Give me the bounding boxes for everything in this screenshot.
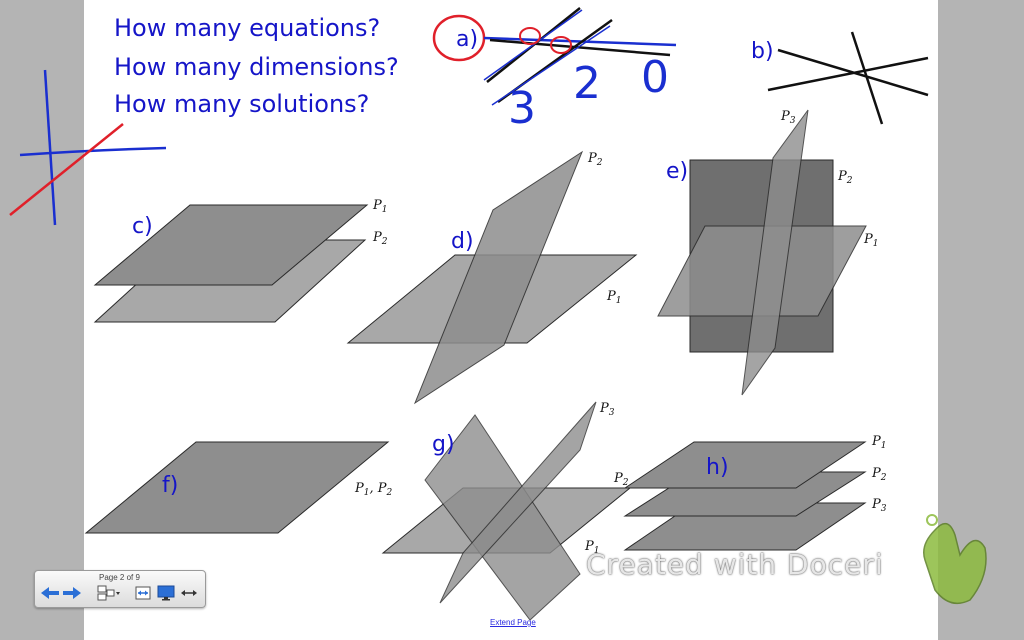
diagram-a: a) 3 2 0 <box>432 7 677 134</box>
page-indicator: Page 2 of 9 <box>99 573 140 582</box>
diagram-c: c) P1 P2 <box>93 198 388 323</box>
doceri-hand-icon <box>923 514 987 605</box>
label-g-p3: P3 <box>599 401 615 418</box>
watermark: Created with Doceri <box>586 548 884 581</box>
label-g: g) <box>432 432 455 457</box>
label-d-p1: P1 <box>606 289 621 306</box>
label-h: h) <box>706 455 729 480</box>
label-h-p1: P1 <box>871 434 886 451</box>
left-margin <box>0 0 84 640</box>
expand-horizontal-icon[interactable] <box>181 584 197 602</box>
page-layout-icon[interactable] <box>97 584 121 602</box>
diagram-h: h) P1 P2 P3 <box>623 434 887 551</box>
question-equations: How many equations? <box>114 14 380 42</box>
arrow-left-icon[interactable] <box>41 584 59 602</box>
label-e-p2: P2 <box>837 169 853 186</box>
arrow-right-icon[interactable] <box>63 584 81 602</box>
label-a: a) <box>456 27 478 52</box>
label-g-p2: P2 <box>613 471 629 488</box>
label-d: d) <box>451 229 474 254</box>
label-f-p1p2: P1, P2 <box>354 481 393 498</box>
label-c: c) <box>132 214 153 239</box>
label-d-p2: P2 <box>587 151 603 168</box>
page-toolbar: Page 2 of 9 <box>34 570 206 608</box>
question-dimensions: How many dimensions? <box>114 53 399 81</box>
handwritten-3: 3 <box>508 83 536 134</box>
label-f: f) <box>162 473 178 498</box>
extend-page-link[interactable]: Extend Page <box>490 618 536 627</box>
label-g-p1: P1 <box>584 539 599 556</box>
label-h-p2: P2 <box>871 466 887 483</box>
question-solutions: How many solutions? <box>114 90 369 118</box>
fit-width-icon[interactable] <box>135 584 151 602</box>
diagram-f: f) P1, P2 <box>84 441 393 534</box>
axes-sketch <box>9 69 167 226</box>
label-e-p1: P1 <box>863 232 878 249</box>
diagram-e: e) P3 P2 P1 <box>657 109 878 396</box>
label-e-p3: P3 <box>780 109 796 126</box>
present-screen-icon[interactable] <box>157 584 175 602</box>
label-e: e) <box>666 159 688 184</box>
label-b: b) <box>751 39 774 64</box>
label-c-p1: P1 <box>372 198 387 215</box>
handwritten-2: 2 <box>573 58 601 109</box>
label-h-p3: P3 <box>871 497 887 514</box>
label-c-p2: P2 <box>372 230 388 247</box>
diagram-g: g) P3 P2 P1 <box>381 401 632 621</box>
diagram-d: d) P2 P1 <box>346 150 638 405</box>
handwritten-0: 0 <box>641 52 669 103</box>
diagram-b: b) <box>751 31 929 125</box>
